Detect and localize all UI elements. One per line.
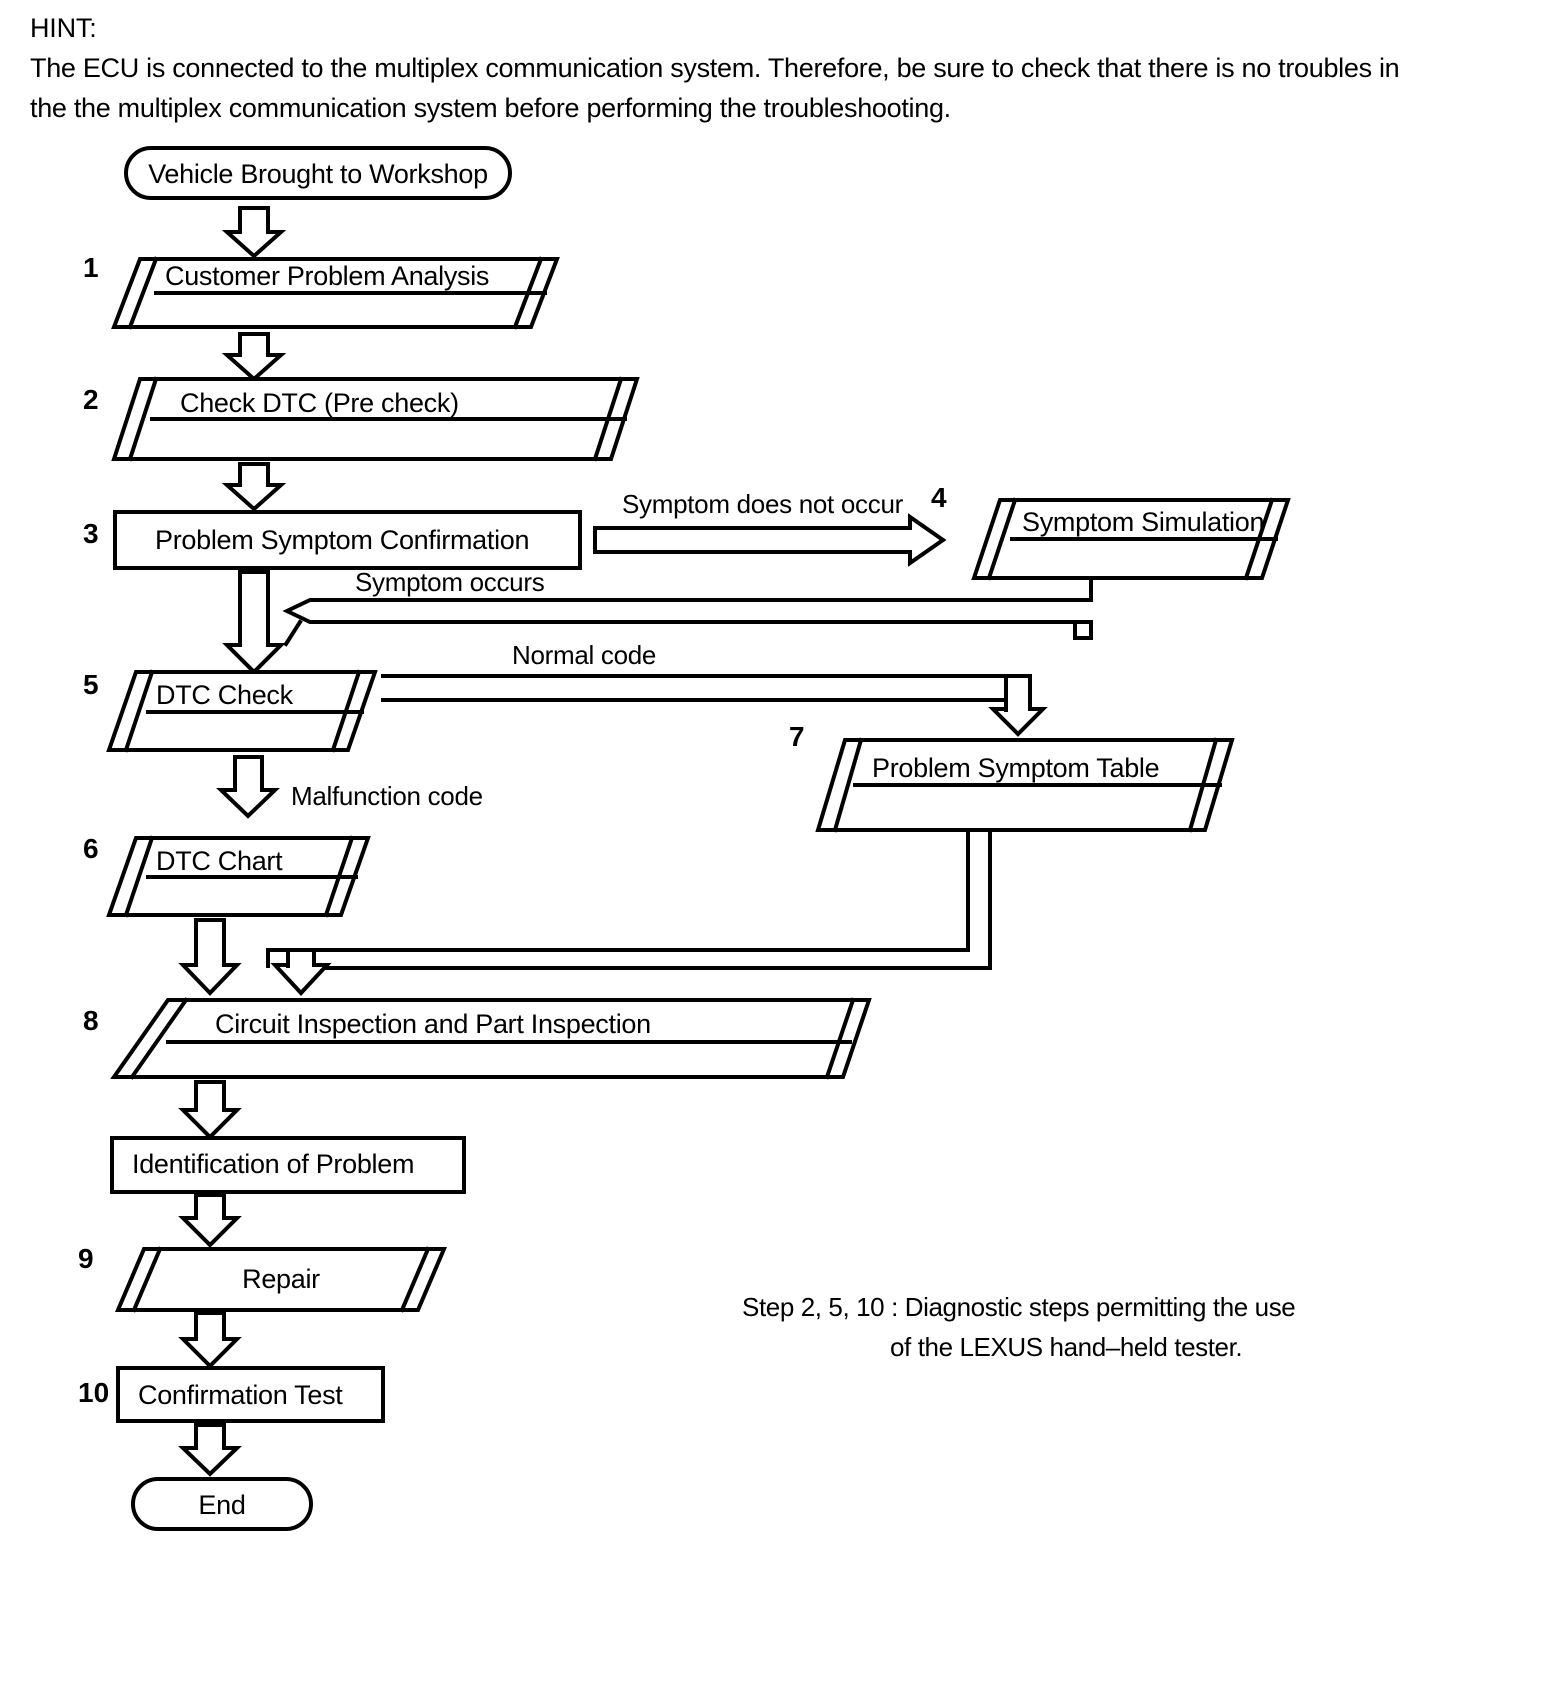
- node-label: Check DTC (Pre check): [180, 388, 459, 418]
- node-label: Problem Symptom Table: [872, 753, 1159, 783]
- edge-label-symptom-occurs: Symptom occurs: [355, 567, 545, 597]
- step-number: 10: [78, 1377, 109, 1408]
- node-label: End: [198, 1490, 245, 1520]
- step-number: 2: [83, 384, 99, 415]
- step-number: 1: [83, 252, 99, 283]
- node-label: Customer Problem Analysis: [165, 261, 489, 291]
- step-number: 5: [83, 669, 99, 700]
- node-check-dtc-pre-check[interactable]: 2 Check DTC (Pre check): [83, 376, 640, 462]
- edge-label-symptom-does-not-occur: Symptom does not occur: [622, 489, 904, 519]
- step-number: 6: [83, 833, 99, 864]
- node-label: Confirmation Test: [138, 1380, 343, 1410]
- node-label: Identification of Problem: [132, 1149, 414, 1179]
- node-label: Circuit Inspection and Part Inspection: [215, 1009, 651, 1039]
- node-label: DTC Check: [156, 680, 294, 710]
- node-label: Problem Symptom Confirmation: [155, 525, 529, 555]
- arrow-step6-to-step8: [178, 918, 242, 996]
- node-repair[interactable]: 9 Repair: [78, 1243, 448, 1313]
- node-symptom-simulation[interactable]: 4 Symptom Simulation: [931, 482, 1291, 581]
- node-label: Vehicle Brought to Workshop: [148, 159, 488, 189]
- arrow-start-to-step1: [221, 206, 287, 259]
- hint-text: The ECU is connected to the multiplex co…: [30, 53, 1400, 123]
- footnote-line-1: Step 2, 5, 10 : Diagnostic steps permitt…: [742, 1292, 1296, 1322]
- step-number: 9: [78, 1243, 94, 1274]
- arrow-step2-to-step3: [221, 462, 287, 512]
- step-number: 7: [789, 721, 805, 752]
- node-dtc-chart[interactable]: 6 DTC Chart: [83, 833, 371, 918]
- node-circuit-inspection-and-part-inspection[interactable]: 8 Circuit Inspection and Part Inspection: [83, 997, 872, 1080]
- step-number: 8: [83, 1005, 99, 1036]
- hint-label: HINT:: [30, 13, 97, 43]
- step-number: 4: [931, 482, 947, 513]
- node-problem-symptom-table[interactable]: 7 Problem Symptom Table: [789, 721, 1235, 833]
- arrow-step8-to-identification: [178, 1080, 242, 1140]
- node-problem-symptom-confirmation[interactable]: 3 Problem Symptom Confirmation: [83, 510, 582, 570]
- arrow-step7-to-step8: [266, 828, 992, 996]
- node-end[interactable]: End: [131, 1477, 313, 1531]
- arrow-step1-to-step2: [221, 332, 287, 382]
- arrow-identification-to-step9: [178, 1193, 242, 1248]
- node-vehicle-brought-to-workshop[interactable]: Vehicle Brought to Workshop: [124, 146, 512, 200]
- arrow-step10-to-end: [178, 1423, 242, 1477]
- footnote-line-2: of the LEXUS hand–held tester.: [890, 1332, 1243, 1362]
- edge-label-normal-code: Normal code: [512, 640, 656, 670]
- node-label: Repair: [242, 1264, 320, 1294]
- node-customer-problem-analysis[interactable]: 1 Customer Problem Analysis: [83, 252, 560, 330]
- arrow-symptom-occurs-feedback: [282, 576, 1093, 647]
- arrow-step9-to-step10: [178, 1311, 242, 1369]
- arrow-step3-to-step5: [222, 570, 286, 675]
- arrow-step3-to-step4: [593, 513, 947, 567]
- arrow-step5-to-step6: [216, 755, 280, 819]
- node-confirmation-test[interactable]: 10 Confirmation Test: [78, 1366, 385, 1423]
- edge-label-malfunction-code: Malfunction code: [291, 781, 483, 811]
- step-number: 3: [83, 518, 99, 549]
- node-dtc-check[interactable]: 5 DTC Check: [83, 669, 378, 753]
- node-label: DTC Chart: [156, 846, 283, 876]
- node-identification-of-problem[interactable]: Identification of Problem: [110, 1136, 466, 1194]
- node-label: Symptom Simulation: [1022, 507, 1264, 537]
- hint-block: HINT: The ECU is connected to the multip…: [30, 8, 1430, 128]
- arrow-normal-code-to-step7: [381, 674, 1048, 737]
